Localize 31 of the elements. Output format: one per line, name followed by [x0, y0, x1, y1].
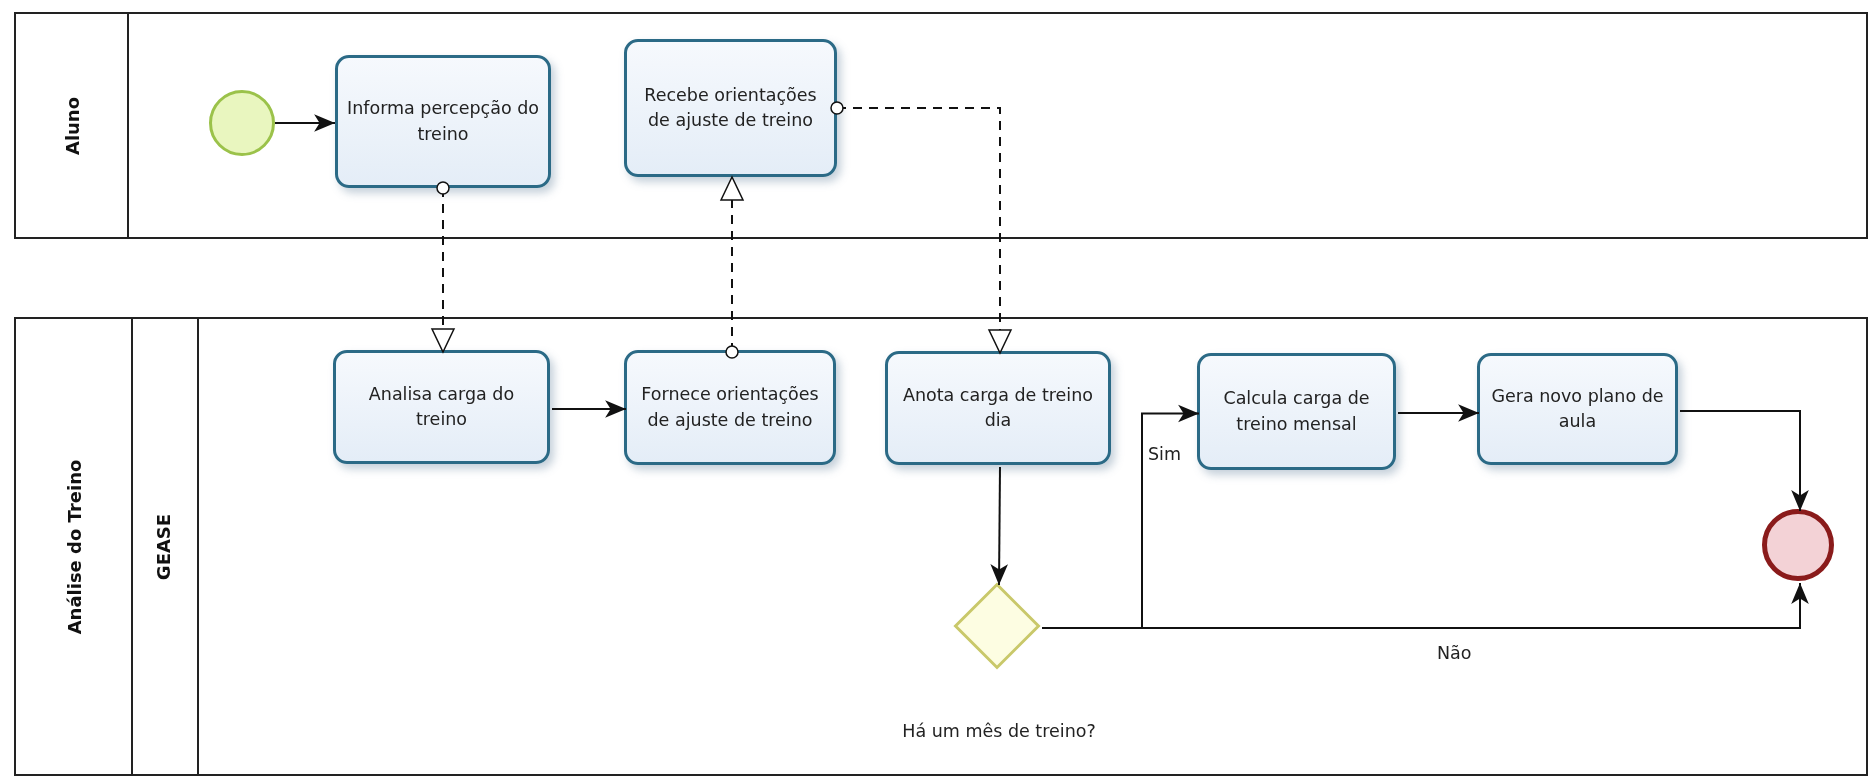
sequence-flow-arrow	[1041, 582, 1809, 629]
gateway-label: Há um mês de treino?	[901, 720, 1097, 743]
task-box	[885, 351, 1111, 465]
task-label: Informa percepção do treino	[346, 97, 540, 146]
task-label: Anota carga de treino dia	[901, 383, 1095, 432]
task-label: Fornece orientações de ajuste de treino	[640, 383, 820, 432]
gateway-diamond	[954, 583, 1040, 669]
sequence-flow-arrow	[990, 466, 1008, 586]
message-flow-arrow	[431, 181, 455, 353]
pool-label: Aluno	[61, 96, 82, 155]
sequence-flow-arrow	[1397, 404, 1480, 422]
task-label: Analisa carga do treino	[367, 382, 516, 431]
pool-box	[14, 12, 1868, 239]
lane-label: GEASE	[152, 513, 174, 580]
sequence-flow-arrow	[1679, 410, 1809, 512]
sequence-flow-arrow	[551, 400, 627, 418]
message-flow-arrow	[720, 176, 744, 359]
task-box	[624, 39, 837, 177]
task-box	[1197, 353, 1396, 470]
sequence-flow-arrow	[274, 114, 336, 132]
pool-label: Análise do Treino	[63, 459, 84, 634]
task-label: Calcula carga de treino mensal	[1222, 387, 1371, 436]
task-box	[333, 350, 550, 464]
start-event-circle	[209, 90, 275, 156]
task-label: Recebe orientações de ajuste de treino	[643, 83, 818, 132]
task-box	[624, 350, 836, 465]
end-event-circle	[1762, 509, 1834, 581]
message-flow-arrow	[830, 101, 1012, 354]
task-label: Gera novo plano de aula	[1490, 384, 1665, 433]
task-box	[1477, 353, 1678, 465]
task-box	[335, 55, 551, 188]
